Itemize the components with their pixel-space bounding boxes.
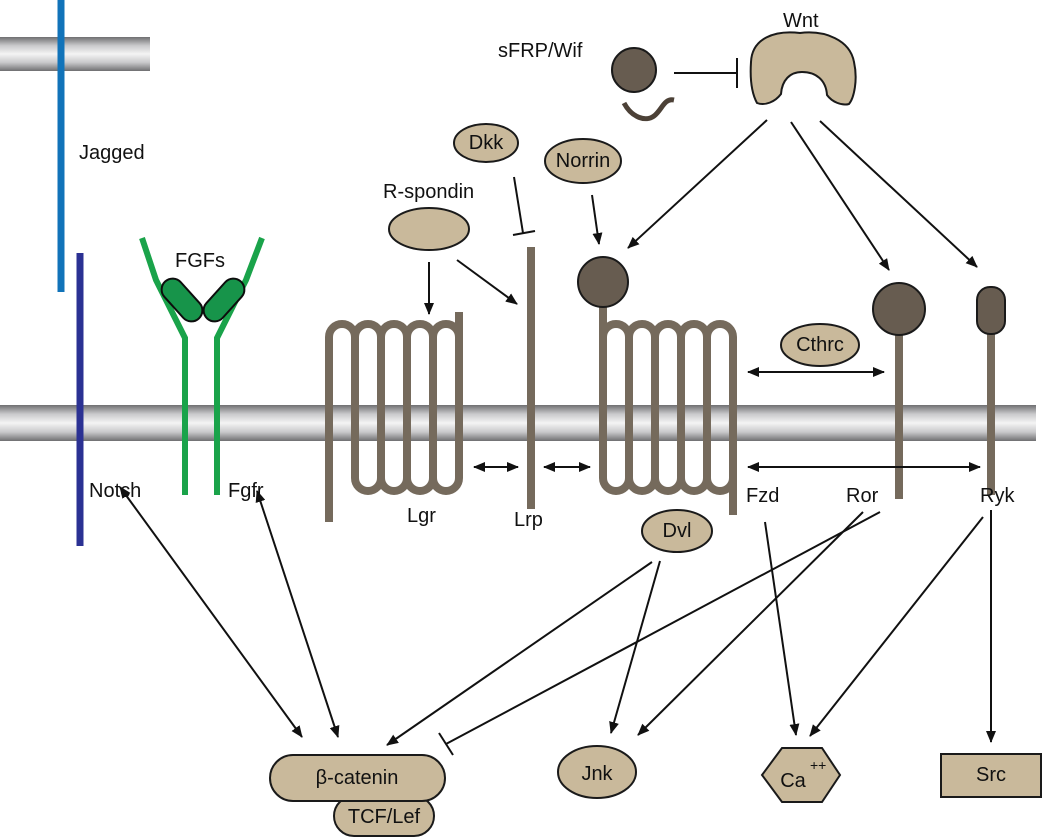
norrin-node <box>544 138 622 184</box>
dkk-text: Dkk <box>469 132 504 154</box>
r-spondin-label: R-spondin <box>383 181 474 203</box>
norrin-text: Norrin <box>556 150 610 172</box>
calcium-charge: ++ <box>810 757 826 773</box>
src-node <box>940 753 1042 798</box>
beta-catenin-text: β-catenin <box>316 767 399 789</box>
ryk-to-calcium-arrow <box>809 516 984 737</box>
ror-label: Ror <box>846 485 879 507</box>
fgf-ligand-right <box>202 277 246 323</box>
wnt-to-ror-arrow <box>790 121 890 271</box>
sfrp-wif-label: sFRP/Wif <box>498 40 583 62</box>
sfrp-wif-domain <box>611 47 657 93</box>
notch-betacatenin-crosstalk <box>119 486 303 738</box>
beta-catenin-node <box>269 754 446 802</box>
cell-membrane <box>0 405 1036 441</box>
cthrc-text: Cthrc <box>796 334 844 356</box>
jagged-label: Jagged <box>79 142 145 164</box>
rspondin-to-lrp-arrow <box>456 259 518 305</box>
wnt-to-fzd-arrow <box>627 119 768 249</box>
src-text: Src <box>976 764 1006 786</box>
upper-cell-membrane <box>0 37 150 71</box>
r-spondin-ligand <box>388 207 470 251</box>
dkk-node <box>453 123 519 163</box>
sfrp-wif-tail <box>621 97 675 122</box>
fzd-crd-domain <box>577 256 629 308</box>
lrp-label: Lrp <box>514 509 543 531</box>
dvl-to-jnk-arrow <box>609 560 661 734</box>
wnt-ligand <box>749 31 857 106</box>
calcium-node <box>760 747 842 803</box>
ror-inhibit-bar <box>438 732 454 756</box>
wnt-label: Wnt <box>783 10 819 32</box>
tcf-lef-text: TCF/Lef <box>348 806 421 828</box>
dvl-node <box>641 509 713 553</box>
dvl-text: Dvl <box>663 520 692 542</box>
ror-inhibits-betacatenin <box>445 511 881 745</box>
ror-crd-domain <box>872 282 926 336</box>
norrin-to-fzd-arrow <box>591 194 603 245</box>
calcium-text: Ca <box>780 770 806 792</box>
fgf-receptor <box>139 236 265 495</box>
dkk-inhibits-lrp <box>513 176 524 234</box>
wnt-to-ryk-arrow <box>819 120 978 268</box>
ryk-label: Ryk <box>980 485 1015 507</box>
notch-label: Notch <box>89 480 141 502</box>
cthrc-node <box>780 323 860 367</box>
fgfr-betacatenin-crosstalk <box>255 490 340 738</box>
dkk-inhibit-bar <box>512 230 536 236</box>
ror-to-jnk-arrow <box>637 511 864 736</box>
lgr-receptor <box>325 320 463 522</box>
dvl-to-betacatenin-arrow <box>386 561 653 746</box>
ryk-wif-domain <box>976 286 1006 335</box>
jnk-node <box>557 745 637 799</box>
fgf-ligand-left <box>160 277 204 323</box>
jnk-text: Jnk <box>581 763 613 785</box>
fzd-label: Fzd <box>746 485 779 507</box>
fzd-to-calcium-arrow <box>764 521 800 736</box>
arrows <box>119 119 996 756</box>
fgfs-label: FGFs <box>175 250 225 272</box>
lgr-label: Lgr <box>407 505 436 527</box>
